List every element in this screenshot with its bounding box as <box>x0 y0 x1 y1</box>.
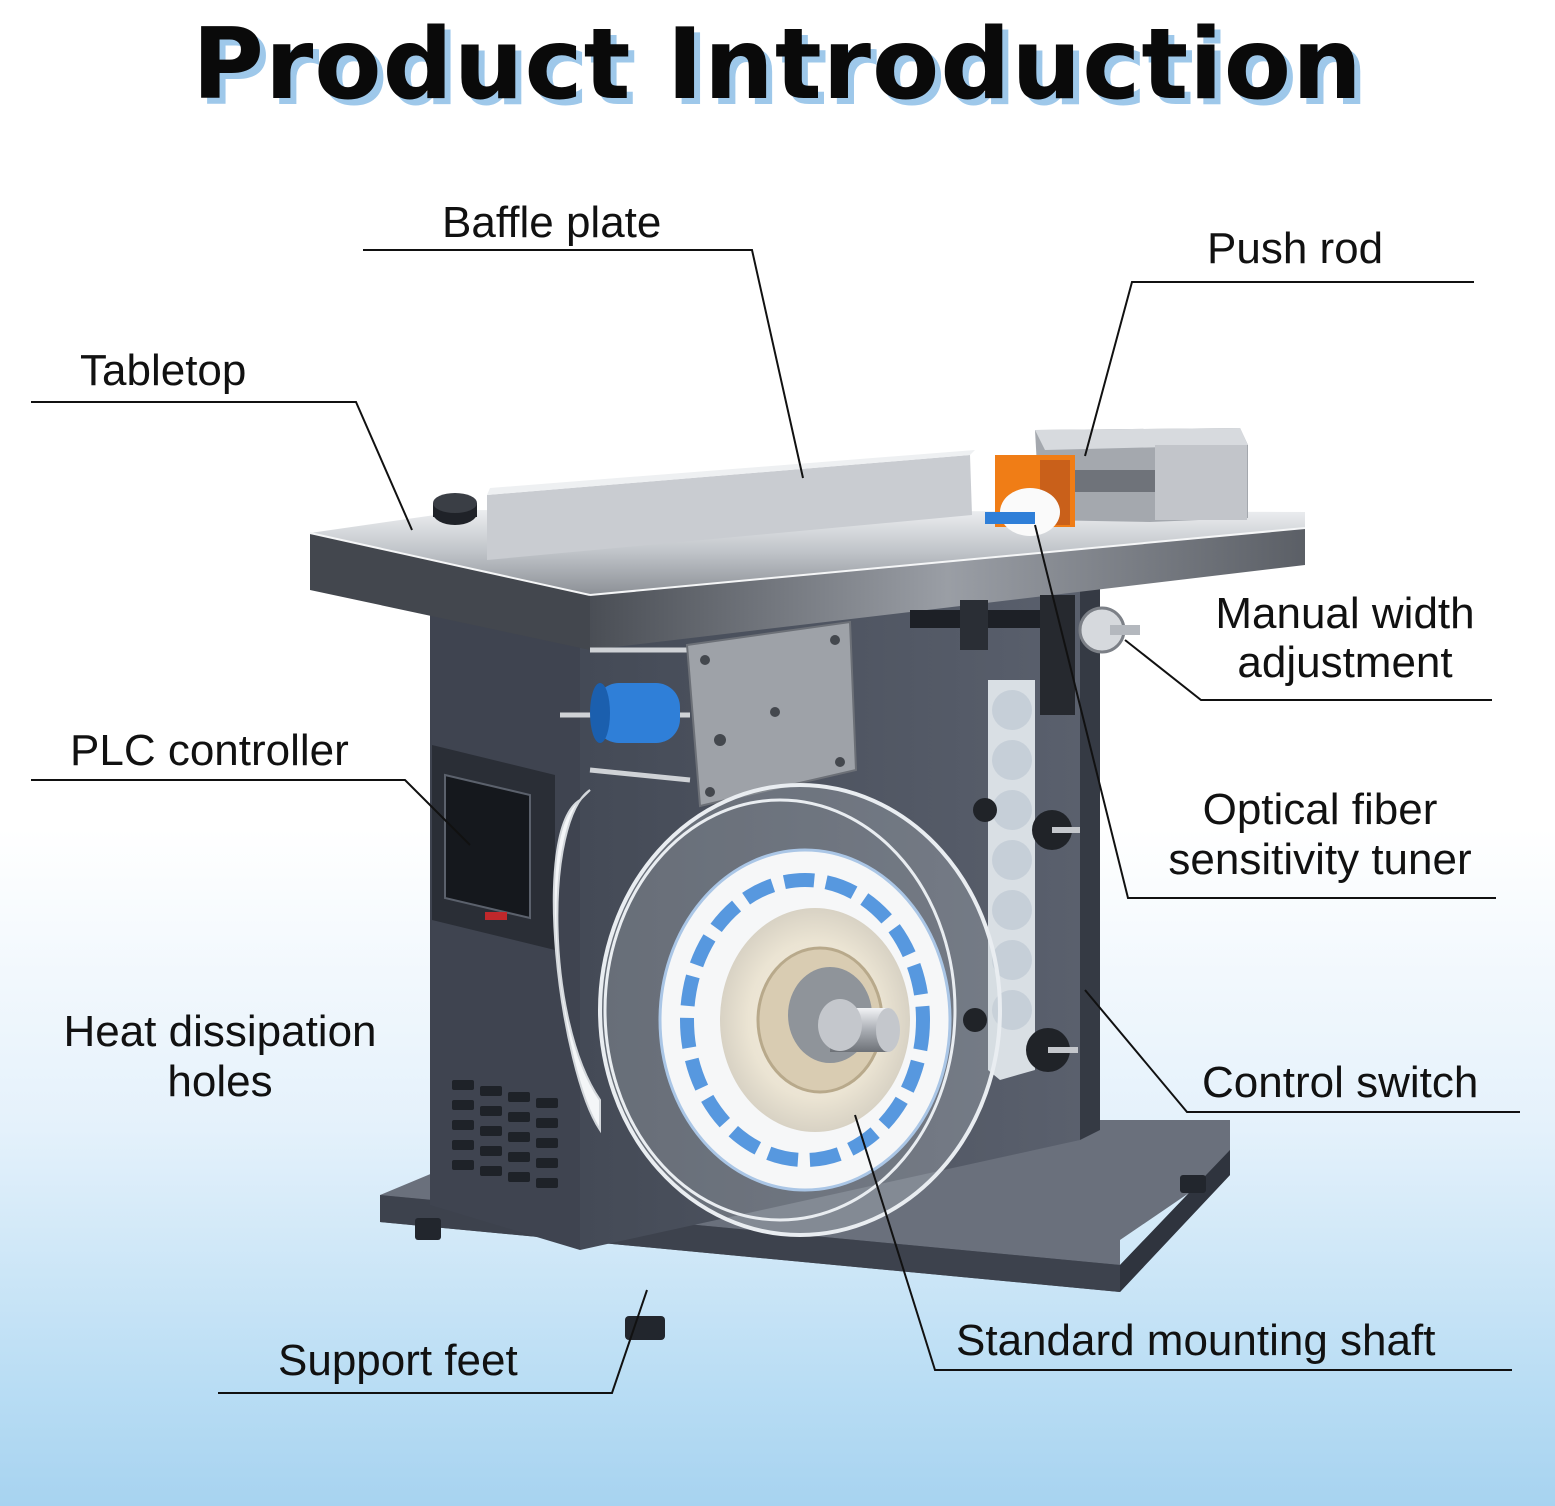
leader-support-feet <box>218 1289 648 1394</box>
label-manual-width-line1: Manual width <box>1215 589 1475 638</box>
plc-controller <box>432 745 555 950</box>
tabletop <box>309 510 1306 650</box>
leader-plc-controller <box>31 779 471 846</box>
label-strip <box>988 680 1035 1080</box>
leader-push-rod <box>1084 281 1474 457</box>
label-standard-mounting-shaft: Standard mounting shaft <box>956 1316 1436 1365</box>
backing-paper <box>552 789 601 1134</box>
control-switch <box>963 798 1080 1072</box>
leader-control-switch <box>1084 989 1520 1113</box>
mounting-shaft <box>788 967 900 1063</box>
label-plc-controller: PLC controller <box>70 726 349 775</box>
leader-lines <box>31 249 1520 1394</box>
leader-tabletop <box>31 401 413 531</box>
support-feet <box>415 1175 1206 1340</box>
width-adjustment-assembly <box>910 595 1140 715</box>
label-heat-dissipation-line1: Heat dissipation <box>63 1007 377 1056</box>
leader-mounting-shaft <box>854 1114 1512 1371</box>
baffle-plate <box>487 450 975 560</box>
guide-rollers <box>560 647 700 783</box>
tabletop-knob <box>433 493 477 525</box>
label-support-feet: Support feet <box>278 1336 518 1385</box>
leader-manual-width <box>1124 639 1492 701</box>
push-rod <box>985 428 1248 536</box>
label-heat-dissipation-line2: holes <box>167 1057 273 1106</box>
label-optical-fiber-line2: sensitivity tuner <box>1168 835 1472 884</box>
label-optical-fiber-line1: Optical fiber <box>1202 785 1438 834</box>
label-tabletop: Tabletop <box>80 346 247 395</box>
page-title: Product Introduction <box>192 8 1363 122</box>
label-push-rod: Push rod <box>1207 224 1384 273</box>
label-manual-width-line2: adjustment <box>1237 638 1453 687</box>
label-control-switch: Control switch <box>1202 1058 1479 1107</box>
mounting-bracket <box>685 620 858 808</box>
heat-dissipation-holes <box>452 1080 558 1188</box>
label-baffle-plate: Baffle plate <box>442 198 662 247</box>
leader-baffle-plate <box>363 249 804 479</box>
leader-optical-fiber <box>1034 524 1496 899</box>
